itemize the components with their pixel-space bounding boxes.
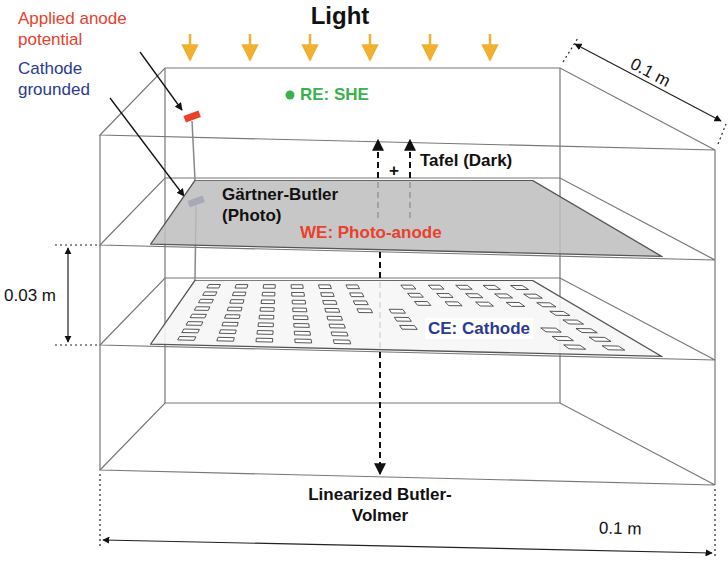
node-text-wrap: CE: Cathode <box>425 318 533 339</box>
label-wrap: + <box>389 160 399 181</box>
electrode-holes <box>178 284 625 350</box>
dimension-label: 0.03 m <box>4 285 56 306</box>
label-wrap: Tafel (Dark) <box>420 150 512 171</box>
label-wrap: 0.03 m <box>4 285 56 306</box>
title-wrap: Light <box>311 2 370 30</box>
label-wrap: 0.1 m <box>629 62 672 83</box>
label-wrap: RE: SHE <box>300 84 369 105</box>
anode-terminal <box>183 110 200 122</box>
model-label: Gärtner-Butler (Photo) <box>222 184 372 226</box>
leader-lines <box>110 52 184 196</box>
reference-electrode-dot <box>286 91 295 100</box>
cathode-plane: CE: Cathode <box>150 280 663 358</box>
electrode-label: RE: SHE <box>300 84 369 105</box>
label-wrap: Applied anode potential <box>18 8 148 50</box>
cell-box <box>100 68 715 485</box>
terminal-label: Applied anode potential <box>18 8 148 50</box>
node-text-wrap: WE: Photo-anode <box>300 222 442 243</box>
plane-label: CE: Cathode <box>425 318 533 339</box>
label-wrap: Linearized Butler-Volmer <box>305 484 455 526</box>
light-arrows <box>190 34 490 60</box>
label-wrap: 0.1 m <box>599 518 642 539</box>
dimension-lines <box>55 38 726 557</box>
label-wrap: Cathode grounded <box>18 58 110 100</box>
terminal-label: Cathode grounded <box>18 58 110 100</box>
label-wrap: Gärtner-Butler (Photo) <box>222 184 372 226</box>
dimension-label: 0.1 m <box>598 517 641 539</box>
model-label: Tafel (Dark) <box>420 150 512 171</box>
plane-outline <box>150 280 663 358</box>
model-label: Linearized Butler-Volmer <box>305 484 455 526</box>
sign-label: + <box>389 160 399 181</box>
dimension-label: 0.1 m <box>626 53 673 91</box>
plane-label: WE: Photo-anode <box>300 222 442 243</box>
title: Light <box>311 2 370 30</box>
